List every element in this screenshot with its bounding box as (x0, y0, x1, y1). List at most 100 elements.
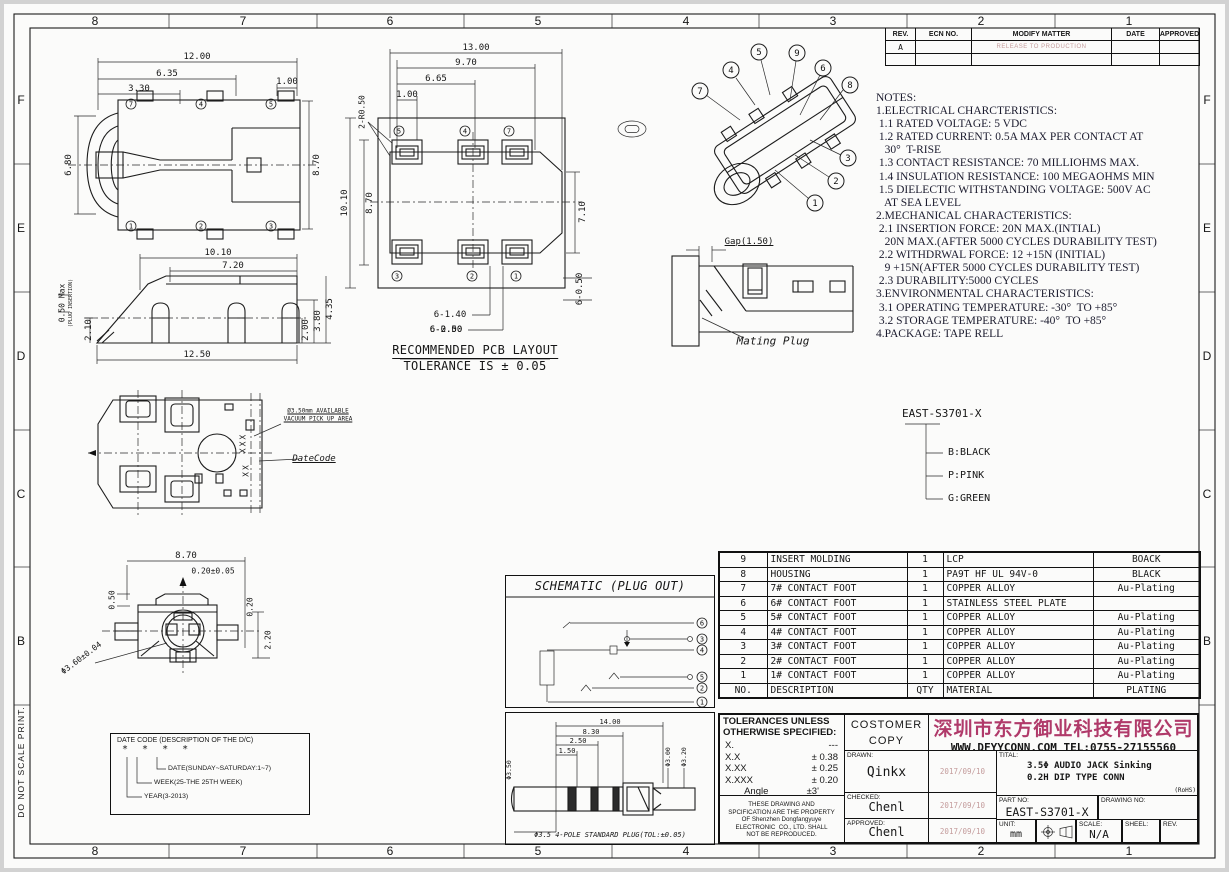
notes-block: NOTES: 1.ELECTRICAL CHARCTERISTICS: 1.1 … (876, 92, 1157, 340)
tol-val: ± 0.20 (811, 774, 838, 786)
datecode-date-line: DATE(SUNDAY~SATURDAY:1~7) (168, 765, 271, 772)
dim-label: 6.65 (425, 74, 447, 84)
schematic-pin-number: 2 (700, 684, 704, 692)
cell: 1 (906, 610, 944, 626)
cell: 2 (718, 653, 768, 669)
rev-cell (1112, 54, 1160, 66)
grid-row-right: B (1202, 634, 1212, 648)
cell: Au-Plating (1092, 668, 1201, 684)
dim-label: (PLUG INSERTION) (68, 278, 74, 328)
grid-col-bottom: 8 (91, 844, 99, 858)
grid-col-top: 5 (534, 14, 542, 28)
dim-label: 6.80 (64, 154, 74, 176)
cell: 1 (906, 566, 944, 582)
datecode-description-box (110, 733, 310, 815)
pad-number: 2 (470, 273, 474, 281)
mating-plug-section-drawing (671, 246, 854, 347)
rev-header: DATE (1112, 28, 1160, 41)
cell: 1# CONTACT FOOT (766, 668, 908, 684)
dim-label: 0.50 Max (57, 283, 67, 323)
cell: 6# CONTACT FOOT (766, 595, 908, 611)
grid-col-top: 7 (239, 14, 247, 28)
partno-label: PART NO: (999, 797, 1029, 804)
cell: 1 (906, 624, 944, 640)
rev-value: A (886, 41, 916, 54)
cell: 4# CONTACT FOOT (766, 624, 908, 640)
pad-number: 1 (514, 273, 518, 281)
grid-col-bottom: 2 (977, 844, 985, 858)
color-option-pink: P:PINK (948, 470, 985, 481)
grid-row-left: F (17, 93, 25, 107)
grid-col-bottom: 7 (239, 844, 247, 858)
dim-label: 7.10 (578, 201, 588, 223)
rev-header: MODIFY MATTER (972, 28, 1112, 41)
cell: 3# CONTACT FOOT (766, 639, 908, 655)
dim-label: 3.30 (128, 84, 150, 94)
cell: 5 (718, 610, 768, 626)
side-view-drawing (58, 254, 331, 364)
approved-date: 2017/09/10 (928, 818, 997, 844)
dim-label: 1.00 (276, 77, 298, 87)
plug-caption: Φ3.5 4-POLE STANDARD PLUG(TOL:±0.05) (534, 831, 686, 839)
standard-plug-drawing (510, 722, 696, 833)
unit-label: UNIT: (999, 821, 1016, 828)
grid-col-bottom: 6 (386, 844, 394, 858)
customer-copy-line: COSTOMER (850, 719, 923, 731)
grid-col-bottom: 3 (829, 844, 837, 858)
mating-plug-label: Mating Plug (736, 334, 810, 348)
approved-name: Chenl (868, 825, 905, 839)
pad-number: 1 (129, 223, 133, 231)
schematic-pin-number: 1 (700, 698, 704, 706)
tol-val: ± 0.38 (811, 751, 838, 763)
rev-cell (916, 54, 972, 66)
cell: 7 (718, 581, 768, 597)
dim-label: 12.00 (183, 52, 211, 62)
sheet-label: SHEEL: (1125, 821, 1149, 828)
sheet-box: SHEEL: (1122, 819, 1160, 844)
rev-cell (1160, 54, 1200, 66)
bottom-view-drawing (88, 390, 300, 515)
grid-col-top: 1 (1125, 14, 1133, 28)
vacuum-pickup-note: VACUUM PICK UP AREA (283, 415, 353, 423)
dim-label: 2.50 (569, 737, 587, 745)
dim-label: 8.30 (582, 728, 600, 736)
pad-number: 2 (199, 223, 203, 231)
tolerance-title: OTHERWISE SPECIFIED: (723, 727, 837, 738)
dim-label: 1.50 (558, 747, 576, 755)
balloon-number: 3 (845, 154, 850, 164)
grid-row-right: F (1203, 93, 1211, 107)
pad-number: 4 (199, 101, 203, 109)
projection-box (1036, 819, 1076, 844)
front-view-drawing (94, 557, 270, 676)
standard-plug-box (505, 712, 715, 845)
cell: 6 (718, 595, 768, 611)
dim-label: 2.10 (84, 319, 94, 341)
company-box: 深圳市东方御业科技有限公司 WWW.DFYYCONN.COM TEL:0755-… (928, 713, 1199, 754)
dim-label: 12.50 (183, 350, 211, 360)
balloon-number: 9 (794, 49, 799, 59)
color-option-green: G:GREEN (948, 493, 991, 504)
scale-value: N/A (1089, 828, 1109, 841)
cell: HOUSING (766, 566, 908, 582)
cell: Au-Plating (1092, 610, 1201, 626)
rev-cell (1112, 41, 1160, 54)
grid-col-bottom: 5 (534, 844, 542, 858)
dim-label: 6.35 (156, 69, 178, 79)
grid-col-top: 6 (386, 14, 394, 28)
balloon-number: 8 (847, 81, 852, 91)
grid-col-bottom: 1 (1125, 844, 1133, 858)
grid-col-bottom: 4 (682, 844, 690, 858)
cell: INSERT MOLDING (766, 551, 908, 568)
rev-cell (916, 41, 972, 54)
balloon-number: 1 (812, 199, 817, 209)
cell: LCP (942, 551, 1094, 568)
cell: 1 (906, 595, 944, 611)
dim-label: 4.35 (325, 298, 335, 320)
drawingno-label: DRAWING NO: (1101, 797, 1146, 804)
tol-val: ±3' (806, 786, 819, 797)
cell: PLATING (1092, 682, 1201, 699)
pad-number: 5 (397, 128, 401, 136)
pcb-layout-tolerance: TOLERANCE IS ± 0.05 (403, 359, 547, 373)
balloon-number: 6 (820, 64, 825, 74)
